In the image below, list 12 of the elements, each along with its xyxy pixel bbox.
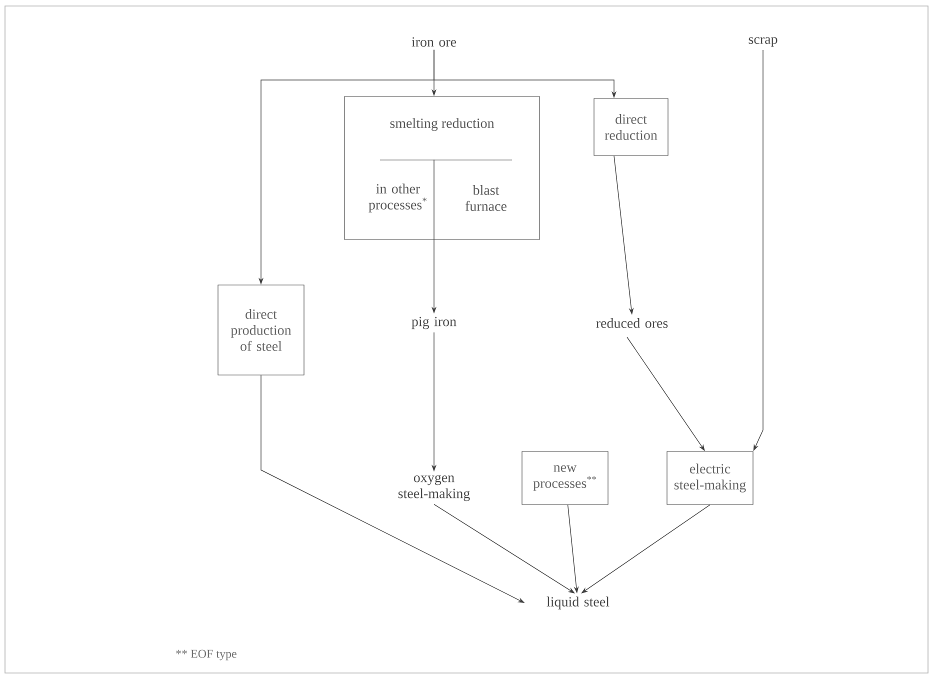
process-box: electric steel-making (666, 451, 754, 505)
process-box: direct production of steel (218, 284, 304, 376)
process-box: new processes$^{**}$ (522, 451, 608, 505)
flow-label: oxygen steel-making (398, 474, 470, 502)
footnote: ** EOF type (176, 650, 236, 660)
flow-label: liquid steel (546, 596, 610, 610)
flow-label: iron ore (412, 37, 456, 47)
flow-label: scrap (748, 37, 778, 47)
flow-label: reduced ores (596, 318, 668, 328)
process-box: smelting reduction in other processes$^{*}$ blast furnace (344, 96, 540, 240)
flow-label: pig iron (412, 316, 456, 330)
process-box: direct reduction (594, 98, 668, 156)
